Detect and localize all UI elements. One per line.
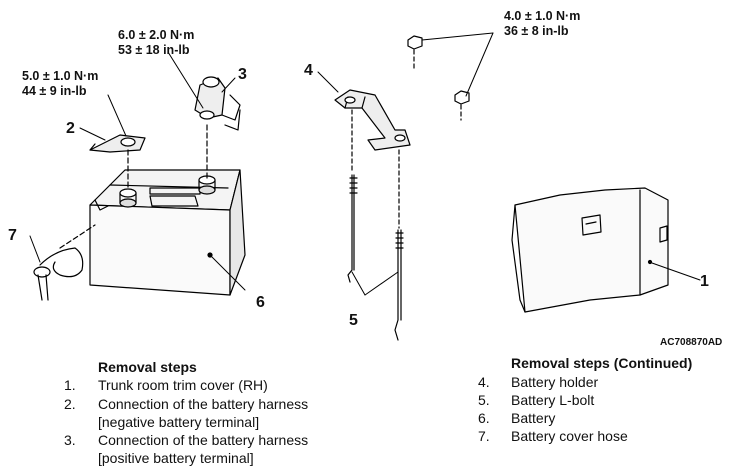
positive-terminal-harness (194, 76, 241, 131)
leader-lines (29, 32, 701, 296)
callout-1: 1 (700, 273, 709, 290)
step-text: Trunk room trim cover (RH) (98, 377, 268, 393)
step-text: Connection of the battery harness (98, 396, 309, 412)
removal-step-4: 4. Battery holder (478, 373, 718, 391)
step-number: 1. (64, 377, 76, 393)
removal-step-2: 2. Connection of the battery harness [ne… (64, 395, 364, 431)
callout-5: 5 (349, 312, 358, 329)
step-text: Battery L-bolt (511, 392, 595, 408)
torque-inlb: 44 ± 9 in-lb (22, 84, 87, 98)
battery-holder (334, 89, 411, 151)
torque-nm: 5.0 ± 1.0 N·m (22, 69, 99, 83)
battery-exploded-diagram (29, 32, 701, 341)
removal-step-7: 7. Battery cover hose (478, 427, 718, 445)
callout-7: 7 (8, 227, 17, 244)
callout-4: 4 (304, 62, 313, 79)
battery-illustration (89, 169, 246, 296)
step-number: 5. (478, 392, 490, 408)
step-text-detail: [negative battery terminal] (98, 414, 260, 430)
battery-cover-hose (33, 247, 84, 301)
step-text: Battery holder (511, 374, 599, 390)
removal-steps-title: Removal steps (98, 359, 197, 375)
step-text: Battery cover hose (511, 428, 628, 444)
removal-steps-continued-title: Removal steps (Continued) (511, 355, 693, 371)
holder-nut (407, 35, 423, 50)
step-text: Battery (511, 410, 556, 426)
step-number: 6. (478, 410, 490, 426)
step-number: 2. (64, 396, 76, 412)
step-number: 7. (478, 428, 490, 444)
torque-inlb: 36 ± 8 in-lb (504, 24, 569, 38)
torque-nm: 4.0 ± 1.0 N·m (504, 9, 581, 23)
torque-nm: 6.0 ± 2.0 N·m (118, 28, 195, 42)
battery-l-bolt (394, 229, 404, 341)
removal-step-1: 1. Trunk room trim cover (RH) (64, 376, 364, 394)
removal-step-3: 3. Connection of the battery harness [po… (64, 431, 364, 467)
negative-terminal-harness (89, 134, 146, 153)
step-text-detail: [positive battery terminal] (98, 450, 254, 466)
holder-nut (454, 90, 470, 105)
battery-l-bolt (347, 174, 358, 283)
step-number: 4. (478, 374, 490, 390)
torque-spec-2: 6.0 ± 2.0 N·m 53 ± 18 in-lb (118, 28, 194, 58)
torque-spec-1: 5.0 ± 1.0 N·m 44 ± 9 in-lb (22, 69, 98, 99)
callout-3: 3 (238, 66, 247, 83)
figure-code: AC708870AD (660, 337, 723, 348)
torque-inlb: 53 ± 18 in-lb (118, 43, 190, 57)
removal-step-5: 5. Battery L-bolt (478, 391, 718, 409)
trunk-room-trim-cover (511, 187, 669, 313)
callout-6: 6 (256, 294, 265, 311)
step-number: 3. (64, 432, 76, 448)
callout-2: 2 (66, 120, 75, 137)
removal-step-6: 6. Battery (478, 409, 718, 427)
torque-spec-3: 4.0 ± 1.0 N·m 36 ± 8 in-lb (504, 9, 580, 39)
step-text: Connection of the battery harness (98, 432, 309, 448)
